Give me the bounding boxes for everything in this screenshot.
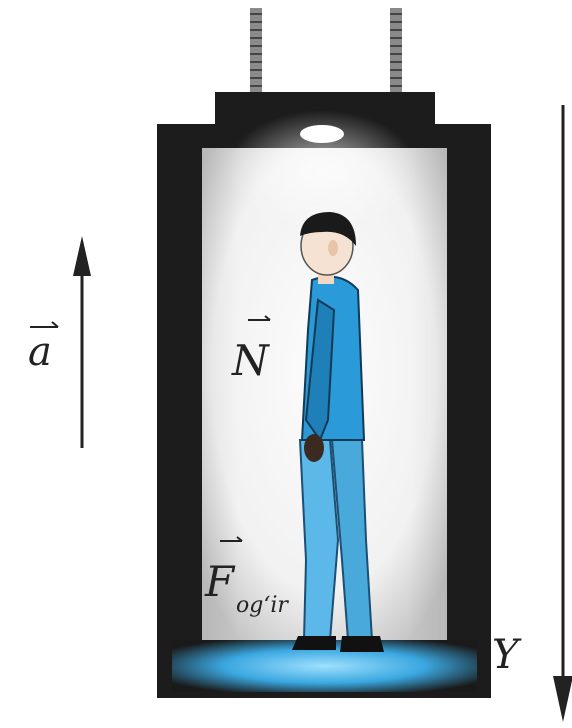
acceleration-label: a [28,329,52,375]
gravity-force-label-group: F og‘ir [204,536,289,618]
vector-arrow-icon [220,536,243,542]
vector-arrow-icon [248,315,271,321]
gravity-force-label: F [204,557,236,606]
acceleration-vector [73,236,91,448]
cable-right [390,8,402,94]
person-figure [292,212,384,652]
y-axis-label: Y [492,632,522,678]
gravity-force-subscript: og‘ir [236,593,289,618]
cable-left [250,8,262,94]
vector-arrow-icon [30,321,59,328]
normal-force-label: N [231,336,270,385]
normal-force-label-group: N [231,315,271,385]
y-axis-arrow [553,105,572,722]
acceleration-label-group: a [28,321,59,375]
